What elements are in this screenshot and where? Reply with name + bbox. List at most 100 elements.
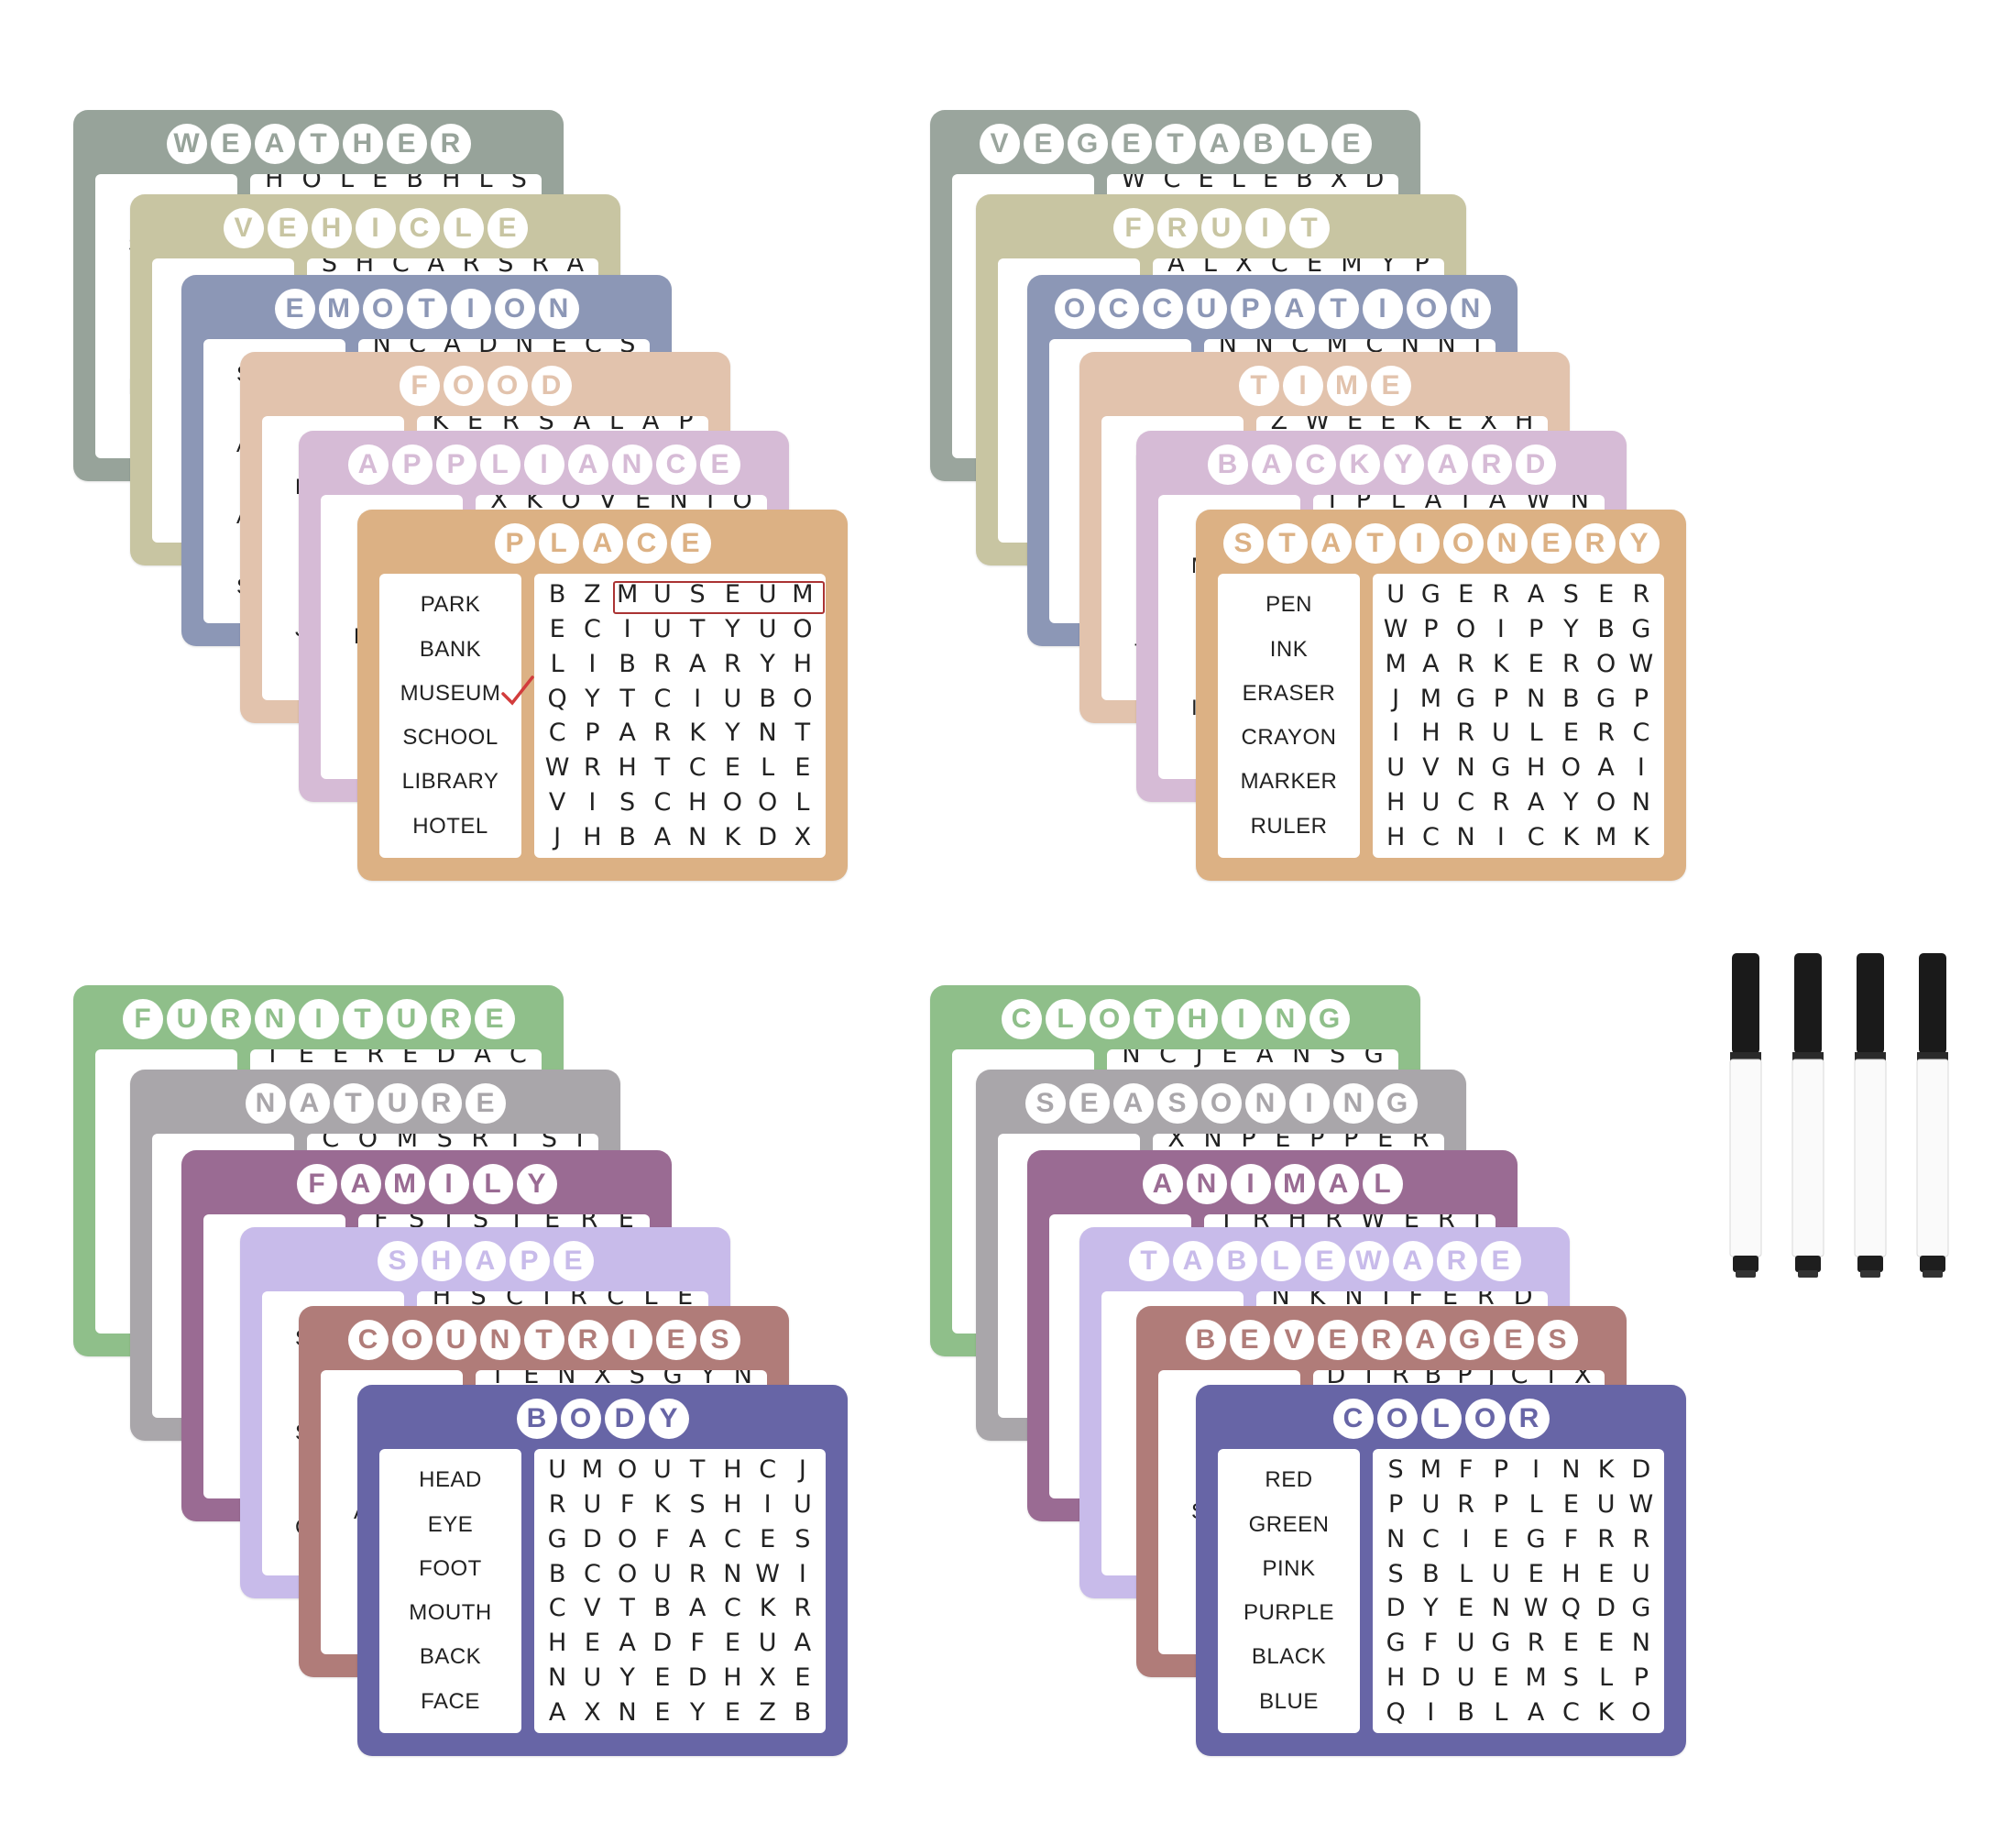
title-letter: N: [254, 999, 295, 1039]
grid-letter: S: [1329, 1049, 1346, 1069]
grid-letter: C: [1632, 719, 1650, 748]
word-list-item: FOOT: [419, 1555, 482, 1581]
grid-letter: P: [585, 719, 600, 748]
grid-letter: F: [655, 1524, 670, 1553]
title-letter: T: [523, 1320, 564, 1360]
grid-letter: L: [1528, 719, 1543, 748]
grid-letter: C: [583, 1559, 601, 1588]
title-letter: E: [553, 1241, 594, 1281]
title-letter: L: [472, 1164, 513, 1204]
title-letter: K: [1339, 445, 1380, 485]
grid-letter: H: [1386, 822, 1406, 851]
grid-letter: H: [618, 753, 637, 783]
title-letter: L: [1260, 1241, 1301, 1281]
grid-letter: I: [1473, 1214, 1481, 1234]
title-letter: F: [1112, 208, 1154, 248]
grid-letter: P: [1355, 495, 1372, 514]
grid-letter: I: [1382, 1291, 1390, 1311]
grid-letter: E: [1493, 1524, 1509, 1553]
grid-letter: G: [1526, 1524, 1546, 1553]
grid-letter: J: [798, 1455, 806, 1485]
title-letter: B: [1207, 445, 1248, 485]
title-letter: O: [1376, 1399, 1418, 1439]
title-letter: O: [1089, 999, 1130, 1039]
grid-letter: C: [607, 1291, 625, 1311]
grid-letter: E: [794, 1663, 811, 1692]
grid-letter: R: [1561, 649, 1580, 678]
grid-letter: T: [794, 719, 811, 748]
title-letter: O: [391, 1320, 433, 1360]
grid-letter: K: [1493, 649, 1509, 678]
title-letter: A: [347, 445, 389, 485]
grid-letter: H: [687, 787, 707, 817]
title-letter: E: [1331, 124, 1372, 164]
grid-letter: Z: [759, 1697, 776, 1727]
title-letter: T: [333, 1083, 374, 1124]
title-letter: R: [430, 999, 471, 1039]
title-letter: C: [1295, 445, 1336, 485]
title-letter: I: [1230, 1164, 1271, 1204]
grid-letter: C: [759, 1455, 777, 1485]
grid-letter: X: [794, 822, 812, 851]
title-letter: P: [494, 523, 535, 564]
title-letter: G: [1376, 1083, 1418, 1124]
title-letter: T: [342, 999, 383, 1039]
title-letter: O: [1200, 1083, 1242, 1124]
title-letter: V: [979, 124, 1020, 164]
grid-letter: I: [575, 1134, 584, 1153]
grid-letter: E: [724, 753, 740, 783]
grid-letter: H: [1526, 753, 1546, 783]
grid-letter: I: [1427, 1697, 1435, 1727]
grid-letter: A: [1422, 649, 1440, 678]
grid-letter: D: [687, 1663, 707, 1692]
grid-letter: C: [391, 258, 410, 278]
grid-letter: E: [1562, 1490, 1579, 1520]
grid-letter: A: [1424, 495, 1442, 514]
grid-letter: P: [1414, 258, 1430, 278]
title-letter: I: [355, 208, 396, 248]
grid-letter: V: [1422, 753, 1440, 783]
grid-letter: F: [1408, 1291, 1423, 1311]
grid-letter: E: [467, 416, 484, 435]
grid-letter: X: [1235, 258, 1253, 278]
word-list-item: CRAYON: [1241, 725, 1337, 751]
grid-letter: E: [1458, 580, 1474, 609]
title-letter: N: [538, 289, 579, 329]
grid-letter: G: [1631, 1594, 1651, 1623]
grid-letter: B: [619, 649, 636, 678]
grid-letter: B: [1457, 1697, 1474, 1727]
grid-letter: O: [793, 615, 813, 644]
grid-letter: E: [1598, 1559, 1615, 1588]
grid-letter: H: [583, 822, 602, 851]
grid-letter: K: [1597, 1697, 1615, 1727]
grid-letter: U: [583, 1490, 602, 1520]
grid-letter: T: [619, 684, 635, 713]
title-letter: T: [1128, 1241, 1169, 1281]
title-letter: L: [1362, 1164, 1403, 1204]
title-letter: I: [1282, 366, 1323, 406]
grid-letter: S: [689, 580, 706, 609]
grid-letter: O: [732, 495, 752, 514]
grid-letter: I: [1496, 822, 1505, 851]
grid-letter: R: [1457, 719, 1474, 748]
title-letter: T: [1238, 366, 1279, 406]
grid-letter: N: [669, 495, 688, 514]
title-letter: P: [1230, 289, 1271, 329]
title-letter: M: [1326, 366, 1367, 406]
grid-letter: M: [581, 1455, 604, 1485]
grid-letter: N: [758, 719, 777, 748]
word-list-item: FACE: [421, 1688, 480, 1714]
grid-letter: N: [618, 1697, 637, 1727]
grid-letter: R: [462, 258, 480, 278]
grid-letter: I: [588, 787, 597, 817]
grid-letter: R: [1411, 1134, 1430, 1153]
title-letter: A: [1427, 445, 1468, 485]
grid-letter: C: [1163, 174, 1181, 193]
